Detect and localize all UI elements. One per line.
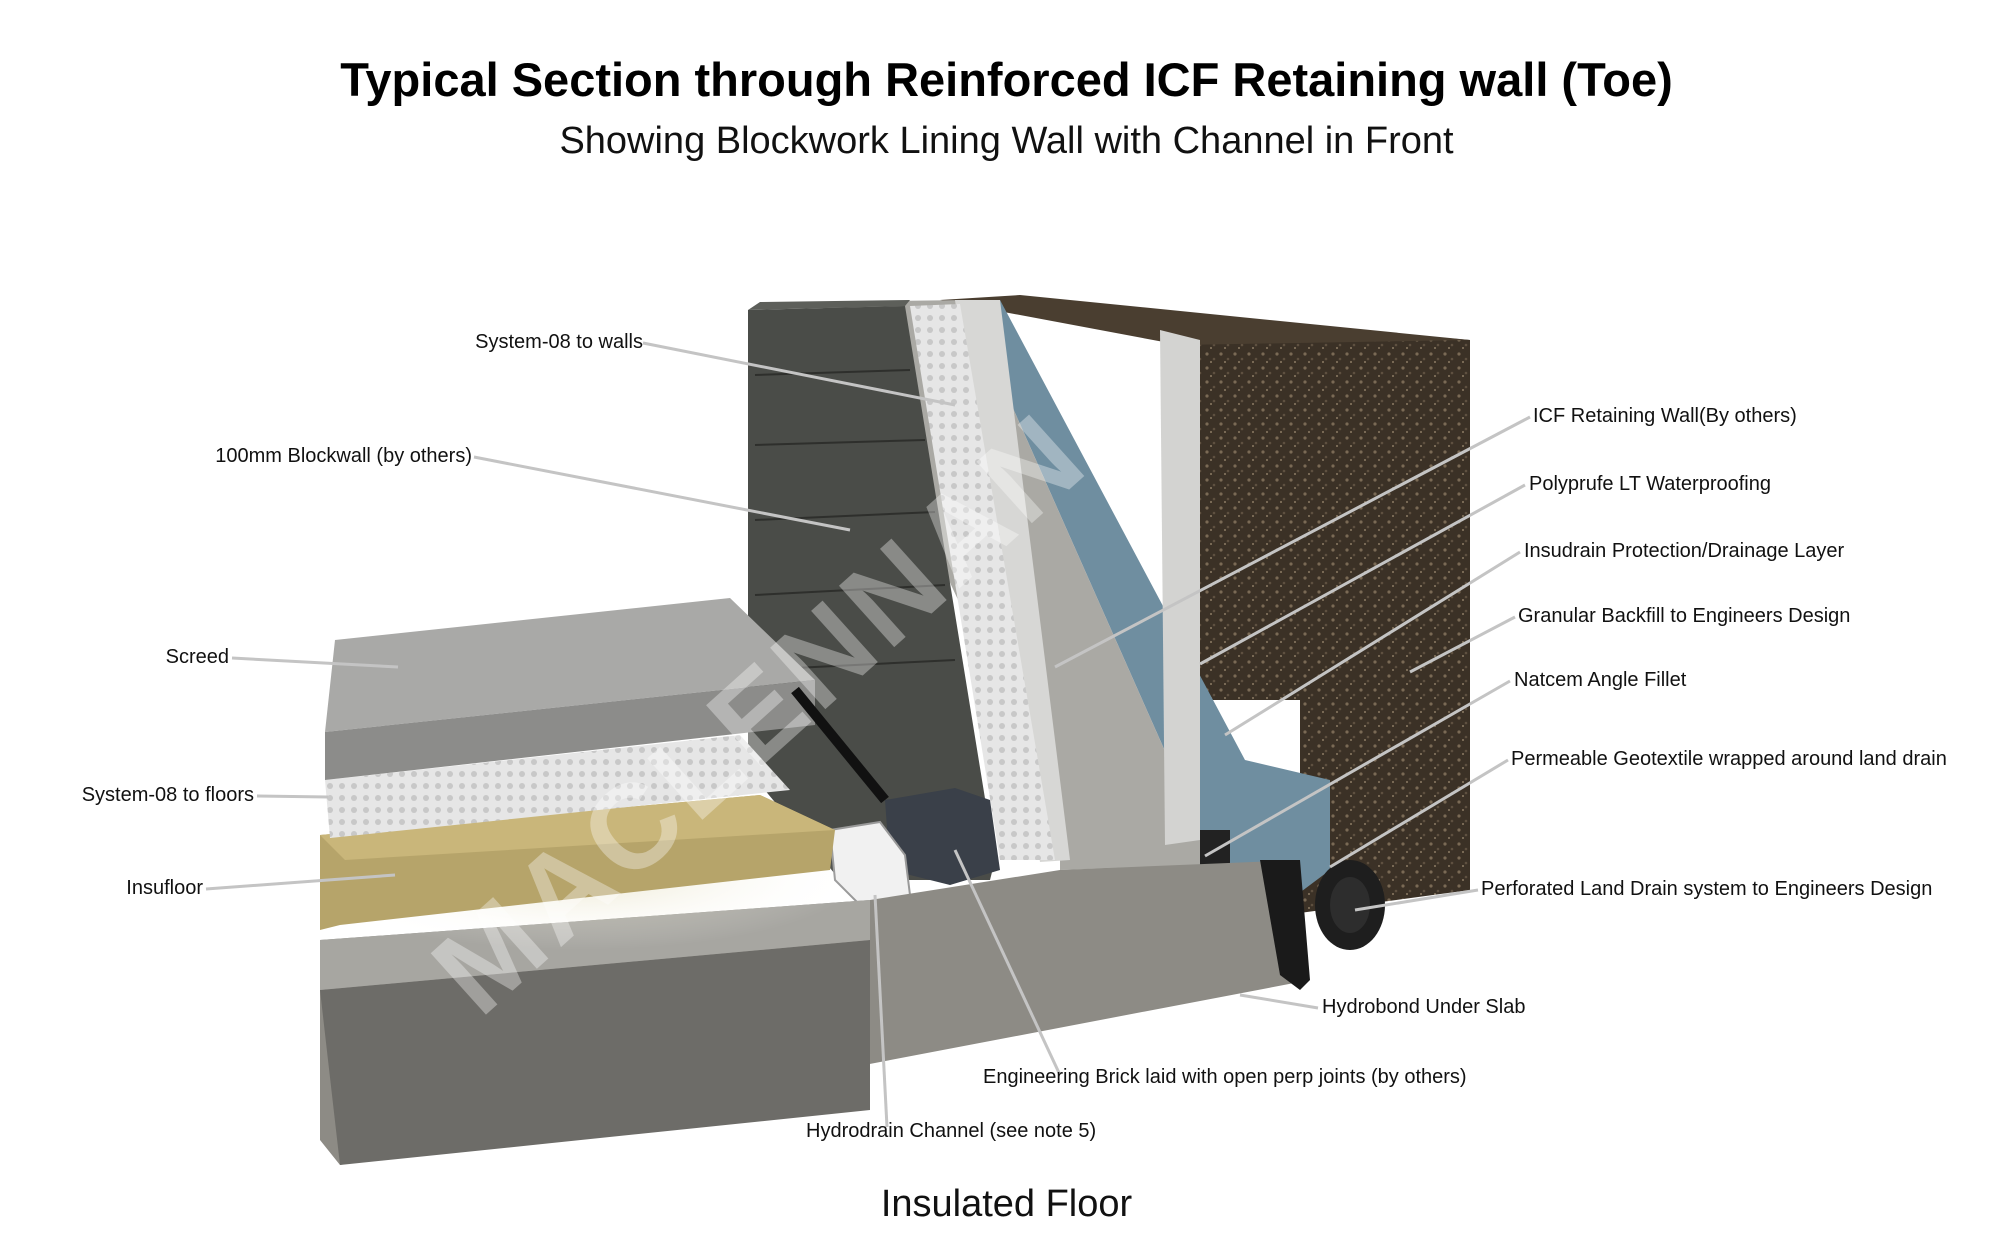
label-system08-walls: System-08 to walls [475, 331, 643, 353]
leader-geotextile [1329, 758, 1509, 869]
label-hydrodrain: Hydrodrain Channel (see note 5) [806, 1120, 1097, 1142]
leader-natcem [1204, 679, 1511, 858]
leader-hydrobond [1239, 993, 1319, 1010]
leader-icf [1054, 415, 1531, 669]
label-polyprufe: Polyprufe LT Waterproofing [1529, 473, 1771, 495]
engineering-brick [885, 788, 1000, 885]
screed-layer [325, 598, 815, 732]
label-eng-brick: Engineering Brick laid with open perp jo… [983, 1066, 1467, 1088]
label-geotextile: Permeable Geotextile wrapped around land… [1511, 748, 1947, 770]
system08-wall-membrane [910, 304, 1055, 860]
leader-blockwall [473, 455, 851, 532]
leader-hydrodrain [873, 894, 889, 1128]
blockwork-top [748, 300, 910, 310]
leader-insudrain [1224, 550, 1521, 737]
diagram-title: Typical Section through Reinforced ICF R… [340, 53, 1673, 106]
label-granular: Granular Backfill to Engineers Design [1518, 605, 1851, 627]
insudrain-layer [965, 300, 1330, 900]
hydrobond-underslab [1260, 860, 1310, 990]
label-system08-floors: System-08 to floors [81, 784, 254, 806]
diagram-subtitle: Showing Blockwork Lining Wall with Chann… [559, 120, 1454, 162]
backfill-top [940, 295, 1470, 345]
label-hydrobond: Hydrobond Under Slab [1322, 996, 1526, 1018]
leader-lines [205, 341, 1531, 1128]
leader-insufloor [205, 873, 396, 891]
diagram-caption: Insulated Floor [880, 1183, 1133, 1225]
leader-screed [231, 656, 399, 669]
leader-granular [1409, 615, 1516, 674]
label-insudrain: Insudrain Protection/Drainage Layer [1524, 540, 1845, 562]
leader-eng-brick [953, 849, 1062, 1076]
leader-land-drain [1354, 888, 1479, 912]
leader-polyprufe [1199, 483, 1526, 666]
system08-floor-membrane [325, 735, 790, 838]
label-icf-wall: ICF Retaining Wall(By others) [1533, 405, 1797, 427]
icf-face-left [955, 300, 1070, 862]
label-screed: Screed [165, 646, 229, 668]
slab-front [320, 940, 870, 1165]
blockwork-wall [748, 306, 995, 880]
leader-system08-walls [642, 341, 956, 407]
label-land-drain: Perforated Land Drain system to Engineer… [1481, 878, 1933, 900]
icf-insulation [1160, 330, 1200, 845]
label-natcem: Natcem Angle Fillet [1514, 669, 1687, 691]
label-insufloor: Insufloor [126, 877, 203, 899]
label-blockwall: 100mm Blockwall (by others) [215, 445, 472, 467]
leader-system08-floors [256, 794, 329, 799]
